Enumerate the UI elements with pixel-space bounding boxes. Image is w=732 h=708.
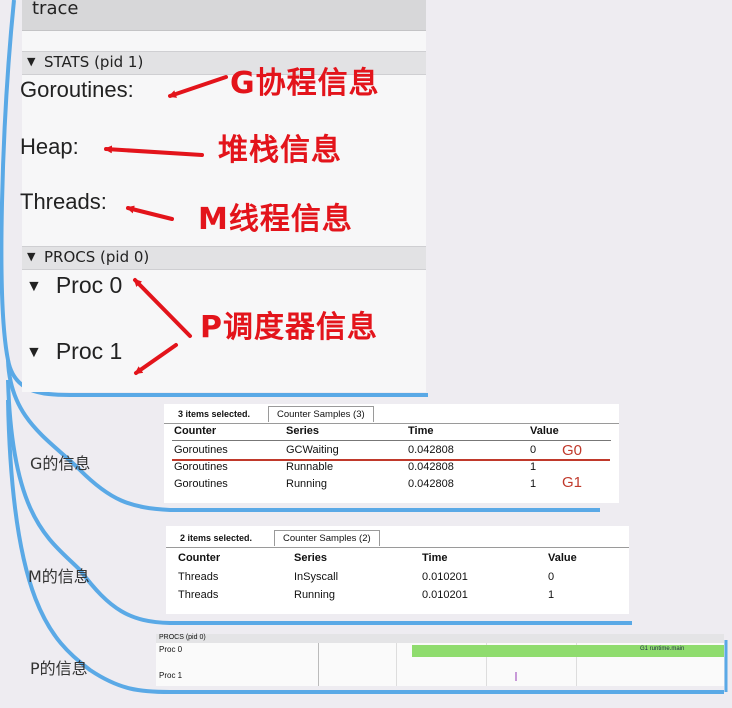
g1-runtime-main-slice[interactable]: G1 runtime.main [412, 645, 724, 657]
annotation-g: G协程信息 [230, 66, 380, 101]
cell-series: Runnable [286, 461, 334, 473]
mindmap-branch-g [6, 359, 600, 512]
timeline-gridline [576, 643, 577, 686]
stat-heap[interactable]: Heap: [20, 134, 79, 159]
procs-section-header[interactable]: ▼ PROCS (pid 0) [22, 246, 426, 270]
arrow-proc0 [133, 278, 192, 338]
triangle-down-icon[interactable]: ▼ [26, 344, 42, 361]
m-counter-samples-tab[interactable]: Counter Samples (2) [274, 530, 380, 546]
cell-counter: Goroutines [174, 478, 228, 490]
cell-value: 0 [548, 571, 555, 583]
col-time[interactable]: Time [422, 552, 448, 564]
timeline-gridline [486, 643, 487, 686]
cell-series: InSyscall [294, 571, 339, 583]
mindmap-branch-trace [0, 0, 428, 397]
p-timeline-panel: PROCS (pid 0) Proc 0 Proc 1 G1 runtime.m… [156, 634, 724, 686]
arrow-goroutines [168, 75, 228, 98]
cell-series: Running [294, 589, 335, 601]
cell-value: 0 [530, 444, 537, 456]
side-label-p: P的信息 [30, 659, 88, 678]
col-value[interactable]: Value [548, 552, 577, 564]
trace-header: trace [22, 0, 426, 31]
cell-time: 0.042808 [408, 478, 454, 490]
g-counter-panel: 3 items selected. Counter Samples (3) Co… [164, 404, 619, 503]
proc-1-event-mark[interactable] [515, 672, 517, 681]
timeline-divider [318, 643, 319, 686]
col-time[interactable]: Time [408, 425, 434, 437]
stat-goroutines[interactable]: Goroutines: [20, 77, 134, 102]
cell-value: 1 [530, 478, 537, 490]
g1-mark: G1 [562, 474, 583, 491]
arrow-heap [104, 145, 204, 157]
m-selected-count: 2 items selected. [180, 533, 253, 543]
cell-series: GCWaiting [286, 444, 339, 456]
mindmap-branch-m [6, 379, 632, 625]
cell-time: 0.042808 [408, 444, 454, 456]
annotation-heap: 堆栈信息 [218, 133, 342, 168]
m-tab-bar: 2 items selected. Counter Samples (2) [166, 528, 629, 548]
g0-mark: G0 [562, 442, 583, 459]
cell-value: 1 [548, 589, 555, 601]
g-counter-samples-tab[interactable]: Counter Samples (3) [268, 406, 374, 422]
trace-panel: trace ▼ STATS (pid 1) Goroutines: Heap: … [20, 0, 426, 392]
cell-time: 0.042808 [408, 461, 454, 473]
p-proc-0-label[interactable]: Proc 0 [159, 645, 183, 654]
proc-1-row[interactable]: ▼ Proc 1 [26, 338, 122, 365]
slice-label: G1 runtime.main [640, 646, 685, 652]
table-row[interactable]: Threads Running 0.010201 1 [174, 589, 621, 605]
cell-counter: Threads [178, 571, 219, 583]
cell-series: Running [286, 478, 327, 490]
col-counter[interactable]: Counter [178, 552, 221, 564]
m-table-header: Counter Series Time Value [174, 552, 621, 567]
col-series[interactable]: Series [286, 425, 320, 437]
p-proc-1-label[interactable]: Proc 1 [159, 671, 183, 680]
table-row[interactable]: Goroutines Running 0.042808 1 [172, 478, 611, 494]
stats-header-label: STATS (pid 1) [44, 53, 144, 71]
proc-0-label: Proc 0 [55, 272, 123, 298]
arrow-proc1 [134, 343, 178, 375]
cell-counter: Threads [178, 589, 219, 601]
triangle-down-icon[interactable]: ▼ [27, 55, 36, 68]
stats-section-header[interactable]: ▼ STATS (pid 1) [22, 51, 426, 75]
p-procs-header[interactable]: PROCS (pid 0) [156, 634, 724, 643]
table-row[interactable]: Threads InSyscall 0.010201 0 [174, 571, 621, 587]
timeline-gridline [396, 643, 397, 686]
cell-time: 0.010201 [422, 571, 468, 583]
col-value[interactable]: Value [530, 425, 559, 437]
arrow-threads [126, 205, 174, 221]
cell-counter: Goroutines [174, 444, 228, 456]
procs-header-label: PROCS (pid 0) [44, 248, 150, 266]
col-series[interactable]: Series [294, 552, 328, 564]
triangle-down-icon[interactable]: ▼ [27, 250, 36, 263]
trace-title: trace [32, 0, 79, 19]
g-table-header: Counter Series Time Value [172, 425, 611, 441]
g-tab-bar: 3 items selected. Counter Samples (3) [164, 404, 619, 424]
side-label-g: G的信息 [30, 454, 91, 473]
side-label-m: M的信息 [28, 567, 90, 586]
proc-0-row[interactable]: ▼ Proc 0 [26, 272, 122, 299]
m-counter-panel: 2 items selected. Counter Samples (2) Co… [166, 526, 629, 614]
g-selected-count: 3 items selected. [178, 409, 251, 419]
red-underline-mark [172, 459, 610, 461]
cell-value: 1 [530, 461, 537, 473]
col-counter[interactable]: Counter [174, 425, 217, 437]
mindmap-branch-p [6, 399, 724, 694]
cell-time: 0.010201 [422, 589, 468, 601]
stat-threads[interactable]: Threads: [20, 189, 107, 214]
proc-1-label: Proc 1 [55, 338, 123, 364]
p-procs-header-label: PROCS (pid 0) [159, 634, 206, 641]
annotation-m: M线程信息 [198, 202, 353, 237]
triangle-down-icon[interactable]: ▼ [26, 278, 42, 295]
table-row[interactable]: Goroutines GCWaiting 0.042808 0 [172, 444, 611, 460]
cell-counter: Goroutines [174, 461, 228, 473]
table-row[interactable]: Goroutines Runnable 0.042808 1 [172, 461, 611, 477]
annotation-p: P调度器信息 [200, 310, 378, 345]
